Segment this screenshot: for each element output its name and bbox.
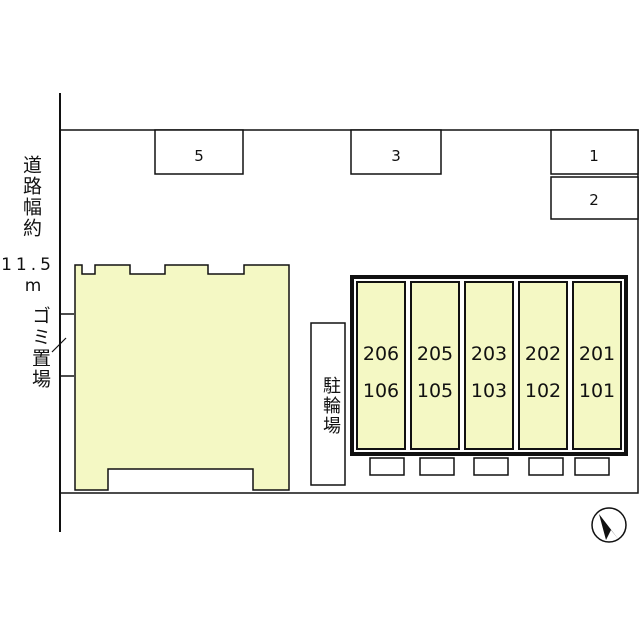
road-width-unit: m — [25, 276, 42, 296]
north-arrow-icon — [591, 507, 627, 543]
parking-space-5 — [154, 129, 244, 175]
bicycle-parking-label: 駐輪場 — [320, 376, 341, 436]
garbage-area-label: ゴミ置場 — [29, 306, 51, 390]
unit-label-upper: 202 — [525, 343, 561, 365]
lot-boundary — [59, 129, 639, 494]
entrance-step — [574, 457, 610, 476]
unit-label-upper: 203 — [471, 343, 507, 365]
road-width-value: 11.5 — [1, 255, 55, 275]
parking-space-2-label: 2 — [589, 191, 599, 209]
unit-cell-202-102 — [518, 281, 568, 450]
unit-label-lower: 103 — [471, 380, 507, 402]
unit-label-upper: 206 — [363, 343, 399, 365]
parking-space-1 — [550, 129, 639, 175]
unit-label-upper: 201 — [579, 343, 615, 365]
neighbor-building — [74, 264, 290, 491]
parking-space-2 — [550, 176, 639, 220]
entrance-step — [473, 457, 509, 476]
parking-space-5-label: 5 — [194, 147, 204, 165]
unit-cell-203-103 — [464, 281, 514, 450]
unit-label-lower: 105 — [417, 380, 453, 402]
bicycle-parking — [310, 322, 346, 486]
unit-label-lower: 101 — [579, 380, 615, 402]
unit-label-lower: 106 — [363, 380, 399, 402]
unit-cell-201-101 — [572, 281, 622, 450]
parking-space-3-label: 3 — [391, 147, 401, 165]
parking-space-3 — [350, 129, 442, 175]
unit-cell-206-106 — [356, 281, 406, 450]
unit-label-upper: 205 — [417, 343, 453, 365]
parking-space-1-label: 1 — [589, 147, 599, 165]
road-width-label: 道路幅約 — [20, 155, 42, 239]
unit-label-lower: 102 — [525, 380, 561, 402]
entrance-step — [369, 457, 405, 476]
unit-cell-205-105 — [410, 281, 460, 450]
entrance-step — [419, 457, 455, 476]
entrance-step — [528, 457, 564, 476]
garbage-area-leader — [51, 337, 67, 353]
